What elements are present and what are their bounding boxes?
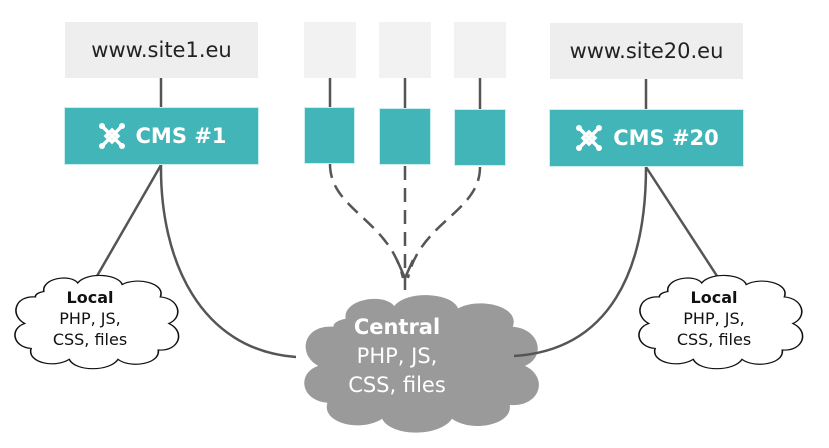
dashed-connectors bbox=[328, 163, 482, 290]
cloud-line: CSS, files bbox=[676, 330, 752, 349]
cms-box-cms20: CMS #20 bbox=[550, 110, 743, 166]
cloud-line: PHP, JS, bbox=[683, 309, 745, 328]
cloud-line: PHP, JS, bbox=[356, 344, 438, 368]
dashed-connector-a bbox=[328, 163, 405, 279]
site-box-site1: www.site1.eu bbox=[65, 22, 258, 78]
joomla-logo-icon bbox=[574, 123, 604, 153]
cms-box-cms1: CMS #1 bbox=[65, 108, 258, 164]
local-cloud-right: Local PHP, JS, CSS, files bbox=[644, 287, 784, 350]
central-cloud: Central PHP, JS, CSS, files bbox=[322, 313, 472, 400]
site-box-placeholder bbox=[454, 22, 506, 78]
connector-cms20-local bbox=[644, 166, 719, 277]
cloud-line: CSS, files bbox=[348, 373, 446, 397]
local-cloud-left: Local PHP, JS, CSS, files bbox=[20, 287, 160, 350]
cms-label: CMS #1 bbox=[135, 124, 227, 148]
arrowhead bbox=[395, 259, 415, 282]
cloud-line: PHP, JS, bbox=[59, 309, 121, 328]
site-box-placeholder bbox=[304, 22, 356, 78]
cloud-title: Central bbox=[353, 315, 441, 339]
connector-cms20-central bbox=[513, 166, 648, 358]
connector-cms1-local bbox=[95, 164, 163, 277]
cms-box-placeholder bbox=[455, 110, 505, 165]
site-label: www.site20.eu bbox=[569, 39, 724, 63]
cloud-title: Local bbox=[690, 288, 738, 307]
dashed-connector-c bbox=[406, 166, 482, 279]
cms-label: CMS #20 bbox=[613, 126, 719, 150]
cloud-line: CSS, files bbox=[52, 330, 128, 349]
site-cms-connectors bbox=[159, 78, 648, 110]
cms-box-placeholder bbox=[380, 109, 430, 164]
cms-box-placeholder bbox=[305, 108, 354, 163]
site-label: www.site1.eu bbox=[91, 38, 232, 62]
cloud-title: Local bbox=[66, 288, 114, 307]
connector-cms1-central bbox=[159, 164, 297, 359]
site-box-placeholder bbox=[379, 22, 431, 78]
joomla-logo-icon bbox=[97, 121, 127, 151]
cms-central-connectors bbox=[95, 164, 719, 359]
site-box-site20: www.site20.eu bbox=[550, 23, 743, 79]
